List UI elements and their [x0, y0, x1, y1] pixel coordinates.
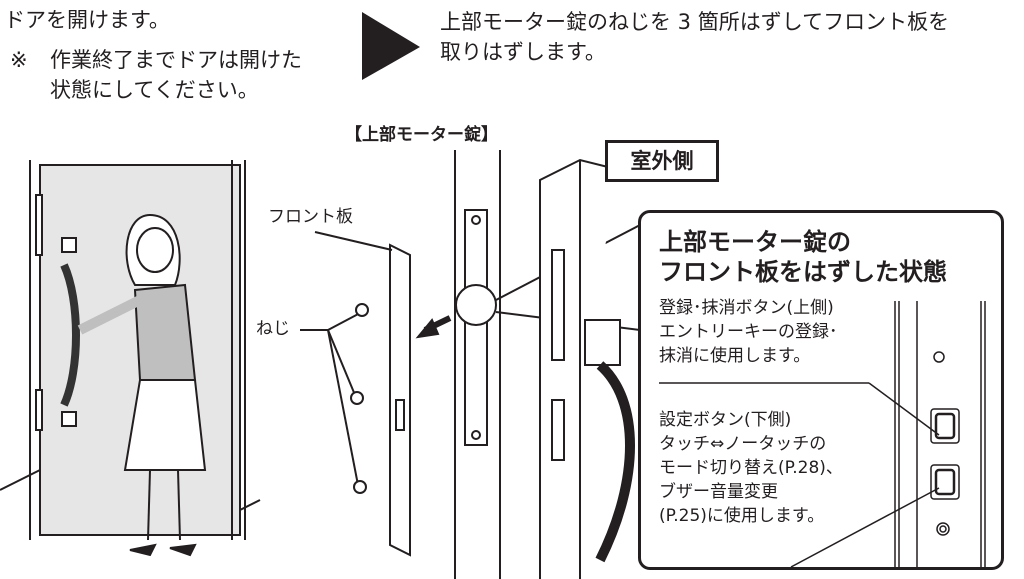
- register-button-line-1: 登録･抹消ボタン(上側): [659, 298, 834, 318]
- screw-icon: [353, 480, 367, 494]
- upper-lock-label: 【上部モーター錠】: [345, 125, 498, 145]
- note-line-1: 作業終了までドアは開けた: [50, 48, 302, 72]
- setting-button-line-4: ブザー音量変更: [659, 482, 778, 502]
- note-mark: ※: [10, 48, 28, 72]
- register-button-line-3: 抹消に使用します。: [659, 346, 811, 366]
- door-illustration: [0, 160, 261, 540]
- front-plate-illustration: [300, 231, 452, 557]
- register-button-line-2: エントリーキーの登録･: [659, 322, 838, 342]
- setting-button-line-3: モード切り替え(P.28)、: [659, 458, 843, 478]
- setting-button-line-2: タッチ⇔ノータッチの: [659, 434, 827, 454]
- callout-title-line-2: フロント板をはずした状態: [659, 258, 947, 286]
- setting-button-line-5: (P.25)に使用します。: [659, 506, 825, 526]
- woman-figure: [77, 213, 207, 557]
- screw-icon: [355, 303, 369, 317]
- remove-arrow-icon: [415, 318, 440, 339]
- screw-icon: [933, 351, 945, 363]
- register-button-icon: [930, 408, 960, 444]
- setting-button-icon: [930, 464, 960, 500]
- note-line-2: 状態にしてください。: [50, 78, 259, 102]
- step2-line-1: 上部モーター錠のねじを 3 箇所はずしてフロント板を: [440, 10, 950, 34]
- callout-title-line-1: 上部モーター錠の: [659, 228, 851, 256]
- front-plate-label: フロント板: [268, 207, 353, 227]
- next-step-arrow-icon: [362, 12, 420, 80]
- setting-button-line-1: 設定ボタン(下側): [659, 410, 792, 430]
- outside-label: 室外側: [605, 140, 719, 182]
- screw-icon: [350, 391, 364, 405]
- screw-label: ねじ: [256, 319, 290, 339]
- lock-closeup: [659, 301, 986, 567]
- door-edge-illustration: [539, 158, 635, 579]
- callout-panel: 上部モーター錠の フロント板をはずした状態 登録･抹消ボタン(上側) エントリー…: [638, 210, 1004, 570]
- step2-line-2: 取りはずします。: [440, 40, 606, 64]
- step1-text: ドアを開けます。: [4, 8, 170, 32]
